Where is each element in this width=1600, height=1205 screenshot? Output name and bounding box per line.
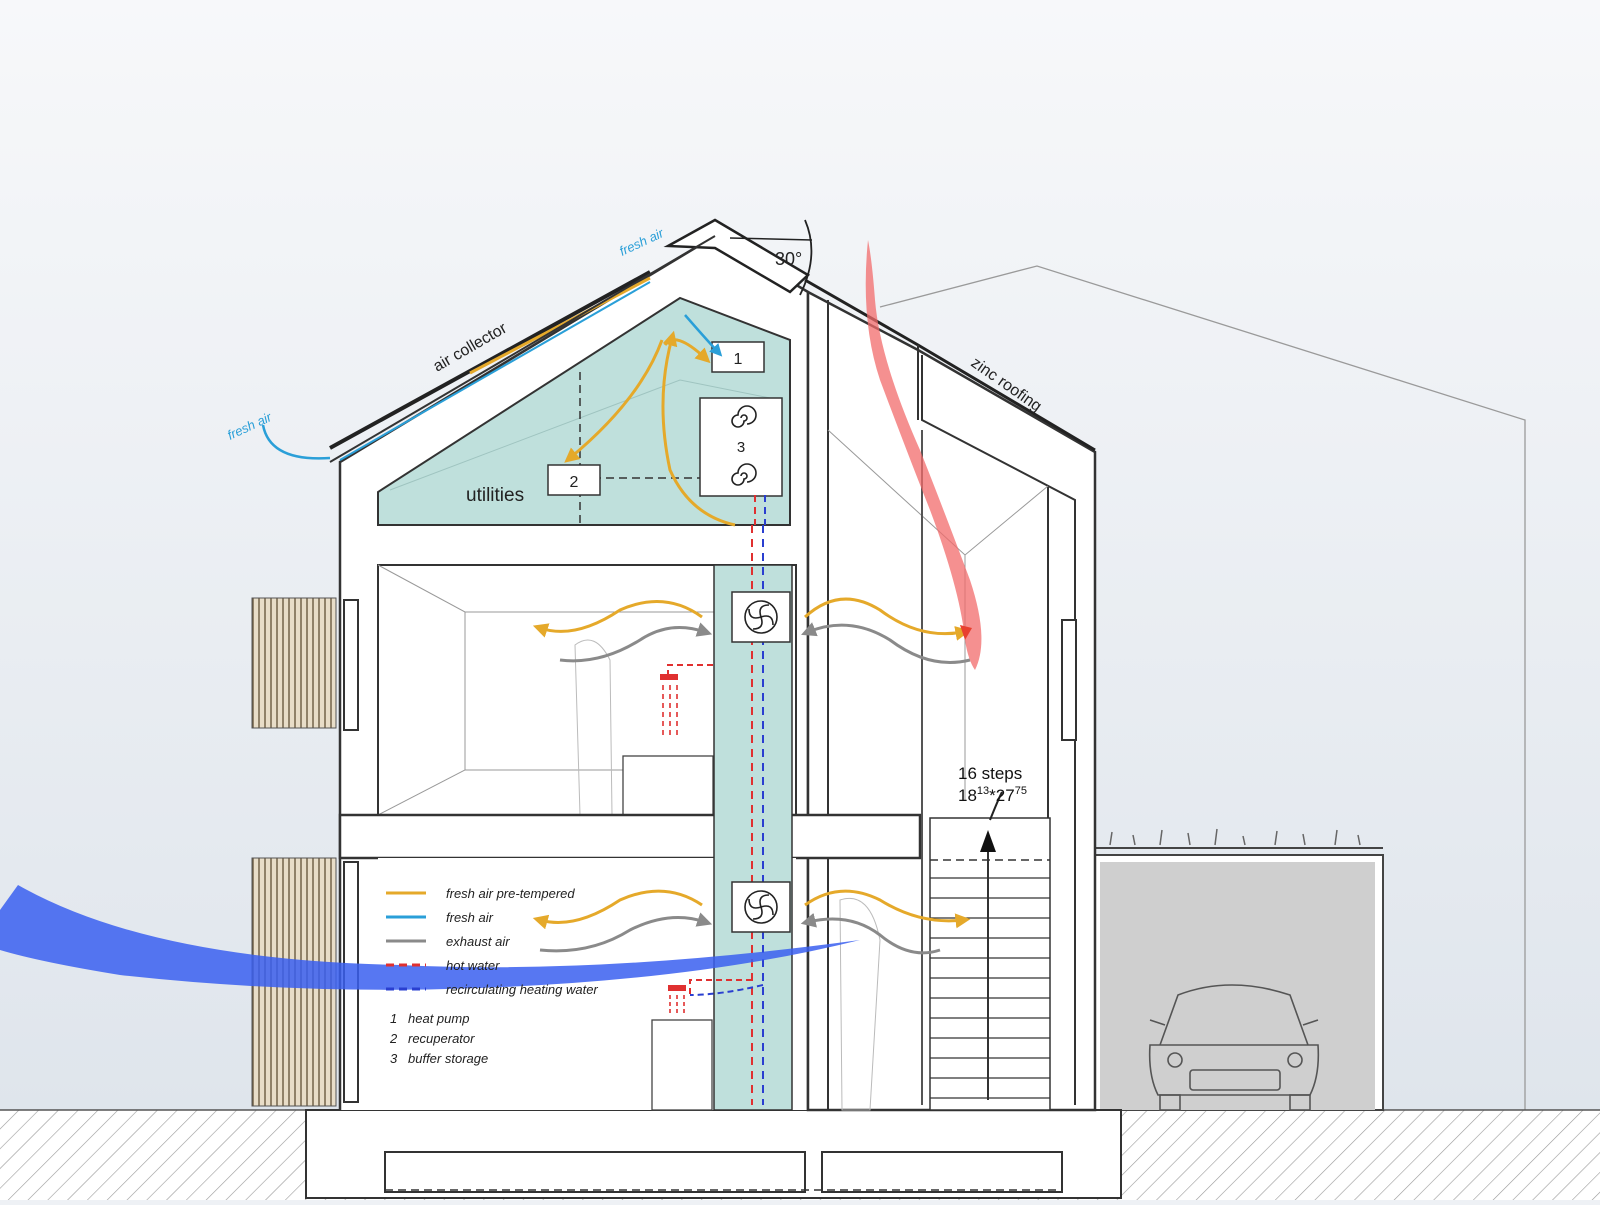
window-upper-left <box>343 599 359 731</box>
legend-label: recirculating heating water <box>446 982 598 997</box>
legend-label: hot water <box>446 958 500 973</box>
warm-air-stream <box>865 240 982 670</box>
steps-separator: *27 <box>989 786 1015 805</box>
steps-dimension-label: 1813*2775 <box>958 785 1027 805</box>
shower-pipe <box>667 664 750 676</box>
ground-floor-cabinet <box>651 1019 713 1111</box>
service-shaft <box>713 525 793 1111</box>
legend-number: 1 <box>390 1011 397 1026</box>
fan-icon <box>744 600 778 634</box>
heat-pump-number: 1 <box>734 351 743 368</box>
steps-rise-decimal: 13 <box>977 785 989 797</box>
legend-number: 2 <box>389 1031 398 1046</box>
utilities-label: utilities <box>466 485 524 506</box>
roof-angle-label: 30° <box>775 249 802 269</box>
floor-slab <box>338 813 922 860</box>
steps-run-decimal: 75 <box>1015 785 1027 797</box>
upper-air-flows <box>532 597 971 664</box>
legend-label: fresh air pre-tempered <box>446 886 575 901</box>
legend-component-label: buffer storage <box>408 1051 488 1066</box>
buffer-storage-box <box>699 397 783 497</box>
neighbour-house-outline <box>879 265 1526 1110</box>
fan-icon <box>744 890 778 924</box>
person-sketch-2 <box>839 898 881 1111</box>
angle-arc <box>799 219 813 296</box>
spiral-icon <box>731 405 757 486</box>
steps-count-label: 16 steps <box>958 764 1022 783</box>
facade-slats-upper <box>251 597 337 729</box>
buffer-storage-number: 3 <box>737 439 745 456</box>
legend-number: 3 <box>390 1051 398 1066</box>
legend-component-label: heat pump <box>408 1011 469 1026</box>
foundation <box>305 1109 1122 1199</box>
garage <box>1092 828 1384 1111</box>
car-icon <box>1148 984 1320 1111</box>
legend-component-label: recuperator <box>408 1031 475 1046</box>
bathtub <box>622 755 714 816</box>
staircase <box>921 430 1051 1111</box>
legend-label: fresh air <box>446 910 494 925</box>
window-upper-right <box>1061 619 1077 741</box>
cold-air-stream <box>0 885 860 990</box>
legend: fresh air pre-tempered fresh air exhaust a… <box>386 886 598 1066</box>
steps-rise: 18 <box>958 786 977 805</box>
fresh-air-intakes <box>261 281 723 461</box>
utilities-room: 1 2 3 utilities <box>377 296 791 527</box>
ground-air-flows <box>532 889 971 955</box>
person-sketch <box>574 639 613 816</box>
green-roof-plants <box>1109 828 1361 846</box>
legend-label: exhaust air <box>446 934 510 949</box>
recuperator-number: 2 <box>570 474 579 491</box>
recuperator-box <box>547 464 601 496</box>
